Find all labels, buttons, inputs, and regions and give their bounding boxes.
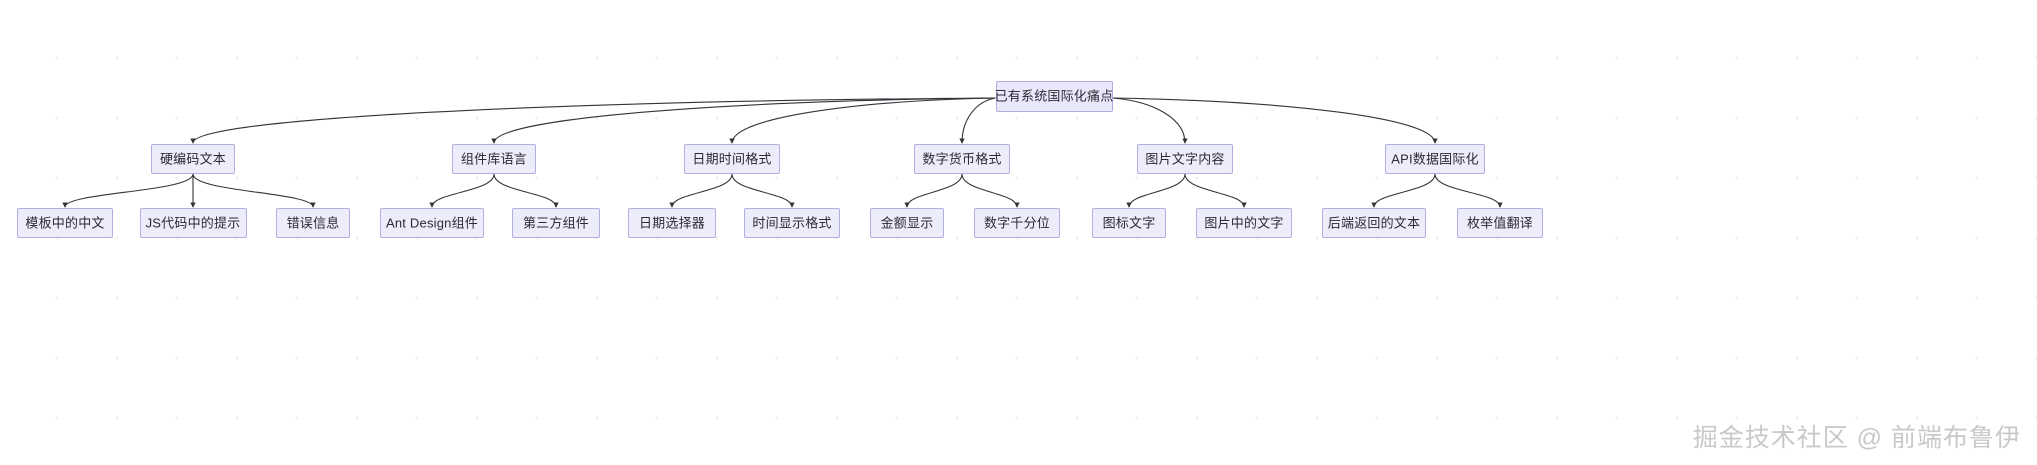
node-leaf-b1c1[interactable]: 模板中的中文 [17,208,113,238]
node-label: 日期时间格式 [692,151,772,166]
edge [1126,173,1186,208]
edge-from-root [729,97,996,144]
node-leaf-b4c2[interactable]: 数字千分位 [974,208,1060,238]
node-label: 图标文字 [1102,215,1156,230]
edge-from-root [491,97,996,144]
edge-paths [62,97,1503,208]
node-label: 第三方组件 [522,215,589,230]
watermark-text: 掘金技术社区 @ 前端布鲁伊 [1692,424,2021,452]
node-branch-b2[interactable]: 组件库语言 [452,144,536,174]
node-label: 图片中的文字 [1204,215,1284,230]
node-label: 已有系统国际化痛点 [994,88,1114,103]
edge [493,173,559,208]
node-leaf-b3c2[interactable]: 时间显示格式 [744,208,840,238]
edge [1184,173,1247,208]
node-leaf-b4c1[interactable]: 金额显示 [870,208,944,238]
node-branch-b1[interactable]: 硬编码文本 [151,144,235,174]
edge [62,173,194,208]
node-leaf-b1c3[interactable]: 错误信息 [276,208,350,238]
node-label: 错误信息 [286,215,340,230]
node-label: Ant Design组件 [386,215,478,230]
node-label: 时间显示格式 [752,215,832,230]
node-label: 组件库语言 [460,151,527,166]
node-label: 数字货币格式 [922,151,1002,166]
edge-from-root [190,97,996,144]
node-leaf-b5c2[interactable]: 图片中的文字 [1196,208,1292,238]
edge [904,173,963,208]
edge [192,173,316,208]
node-leaf-b5c1[interactable]: 图标文字 [1092,208,1166,238]
node-leaf-b6c2[interactable]: 枚举值翻译 [1457,208,1543,238]
node-label: 图片文字内容 [1145,151,1225,166]
node-branch-b5[interactable]: 图片文字内容 [1137,144,1233,174]
node-label: 模板中的中文 [25,215,105,230]
node-leaf-b1c2[interactable]: JS代码中的提示 [139,208,247,238]
node-label: 硬编码文本 [159,151,226,166]
node-label: JS代码中的提示 [145,215,241,230]
node-branch-b3[interactable]: 日期时间格式 [684,144,780,174]
node-label: 枚举值翻译 [1466,215,1533,230]
node-label: 日期选择器 [638,215,705,230]
node-label: API数据国际化 [1391,151,1479,166]
node-leaf-b6c1[interactable]: 后端返回的文本 [1322,208,1426,238]
node-label: 数字千分位 [983,215,1050,230]
edge-from-root [1112,97,1188,144]
edge-from-root [959,97,996,144]
edge-from-root [1112,97,1438,144]
node-leaf-b2c2[interactable]: 第三方组件 [512,208,600,238]
edge [731,173,795,208]
edge [669,173,733,208]
node-leaf-b3c1[interactable]: 日期选择器 [628,208,716,238]
edge [1434,173,1503,208]
node-label: 金额显示 [880,215,934,230]
node-branch-b6[interactable]: API数据国际化 [1385,144,1485,174]
edge [1371,173,1436,208]
node-leaf-b2c1[interactable]: Ant Design组件 [380,208,484,238]
node-root[interactable]: 已有系统国际化痛点 [994,80,1114,112]
node-label: 后端返回的文本 [1327,215,1421,230]
edge [961,173,1020,208]
node-branch-b4[interactable]: 数字货币格式 [914,144,1010,174]
edge [429,173,495,208]
